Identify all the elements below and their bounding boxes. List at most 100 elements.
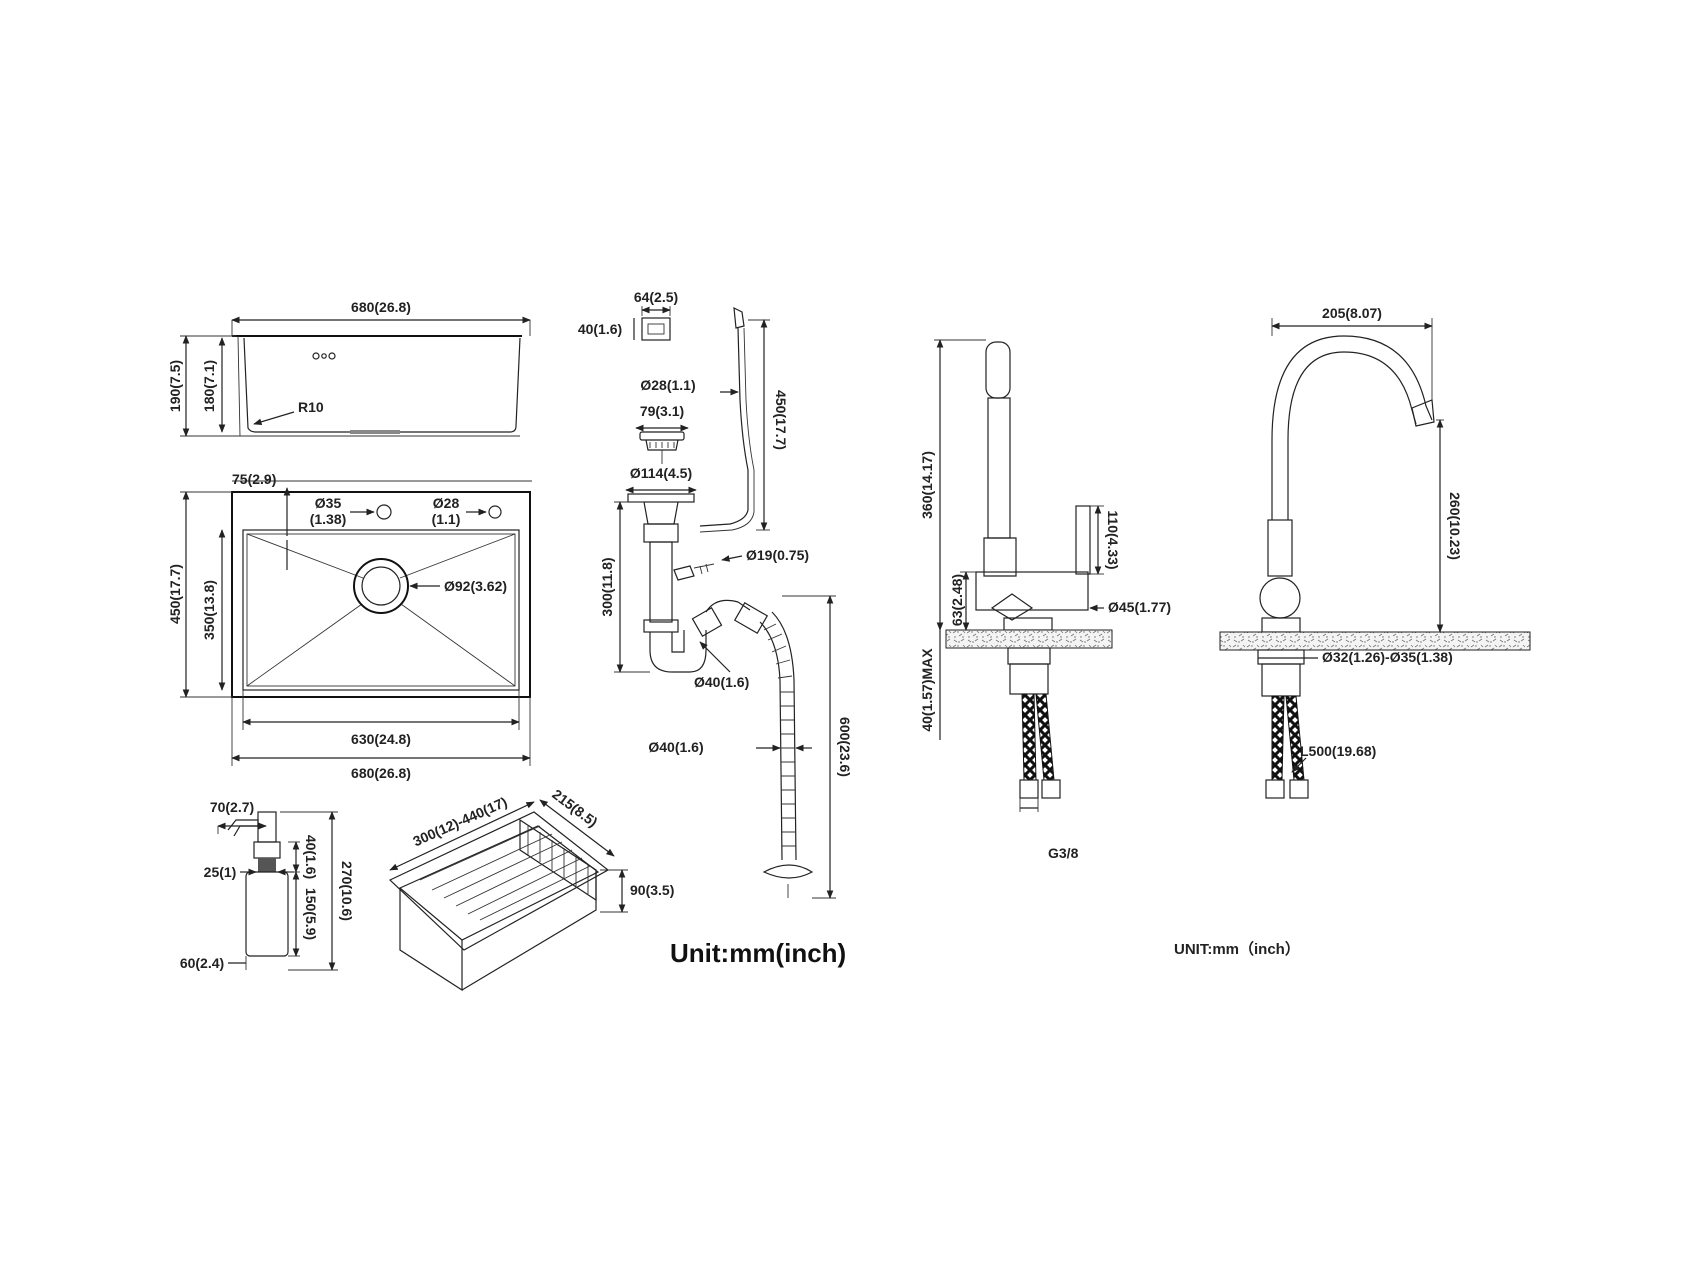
- label-sink-top-width: 680(26.8): [351, 299, 411, 315]
- faucet1-lever: [1075, 505, 1091, 575]
- faucet2-nut: [1257, 649, 1305, 665]
- label-faucet1-lever: 110(4.33): [1105, 510, 1121, 569]
- faucet2-hose-b: [1285, 695, 1305, 781]
- basket-wires: [419, 825, 591, 921]
- sink-bowl-outline: [242, 529, 520, 691]
- sink-outer-rim: [231, 491, 531, 698]
- overflow-hose: [699, 327, 749, 527]
- label-dispenser-neck: 25(1): [204, 864, 237, 880]
- label-side-dia: Ø19(0.75): [746, 547, 809, 563]
- dispenser-collar: [253, 841, 281, 859]
- faucet1-nut: [1007, 647, 1051, 665]
- faucet2-hose-a: [1271, 695, 1285, 781]
- label-hole28-inch: (1.1): [432, 511, 461, 527]
- faucet1-spout-tip: [985, 341, 1011, 399]
- drain-flange: [627, 493, 695, 503]
- faucet2-countertop: [1219, 631, 1531, 651]
- sink-outer-profile: [237, 335, 520, 437]
- p-trap-inner: [671, 630, 685, 653]
- sink-side-view: 680(26.8) 190(7.5) 180(7.1) R10: [167, 299, 531, 437]
- faucet2-collar: [1267, 519, 1293, 577]
- dim-basket-length: [389, 801, 535, 871]
- label-hole35-dia: Ø35: [315, 495, 342, 511]
- label-sink-radius: R10: [298, 399, 324, 415]
- faucet1-shank: [1009, 663, 1049, 695]
- label-hole-offset: 75(2.9): [232, 471, 276, 487]
- drain-basket: 300(12)-440(17) 215(8.5) 90(3.5): [388, 786, 674, 992]
- label-thread: G3/8: [1048, 845, 1079, 861]
- label-sink-depth-outer: 190(7.5): [167, 360, 183, 412]
- basket-end-wires: [527, 826, 589, 894]
- drain-pipe-left: [759, 621, 783, 861]
- faucet1-center-nut: [990, 593, 1034, 621]
- label-pipe-length: 600(23.6): [837, 717, 853, 777]
- label-dispenser-total: 270(10.6): [339, 861, 355, 921]
- label-drain-dia: Ø92(3.62): [444, 578, 507, 594]
- leader-trap-dia: [699, 641, 731, 673]
- trap-nut: [691, 607, 723, 637]
- drain-pipe-cap: [762, 864, 814, 879]
- label-hose-dia: Ø28(1.1): [640, 377, 695, 393]
- dispenser-spout: [227, 819, 259, 837]
- label-sink-outer-width: 680(26.8): [351, 765, 411, 781]
- overflow-hose-outer: [699, 327, 755, 533]
- label-sink-height-inner: 350(13.8): [201, 580, 217, 640]
- label-overflow-width: 64(2.5): [634, 289, 678, 305]
- drain-tailpipe: [649, 541, 673, 623]
- faucet1-hose-a: [1021, 693, 1037, 781]
- label-strainer-width: 79(3.1): [640, 403, 684, 419]
- label-faucet2-height: 260(10.23): [1447, 492, 1463, 560]
- drain-nut: [643, 523, 679, 543]
- faucet1-joint: [983, 537, 1017, 577]
- faucet2-neck-inner: [1271, 335, 1433, 520]
- sink-drain-lip: [350, 430, 400, 434]
- label-basket-dia: Ø114(4.5): [630, 465, 692, 481]
- label-hose-length: 450(17.7): [773, 390, 789, 450]
- label-dispenser-spout: 70(2.7): [210, 799, 254, 815]
- sink-top-view: 75(2.9) Ø35 (1.38) Ø28 (1.1) Ø92(3.62) 4…: [167, 471, 532, 781]
- faucet2-shank: [1261, 663, 1301, 697]
- label-faucet1-height: 360(14.17): [919, 451, 935, 519]
- basket-end-panel: [519, 818, 597, 902]
- label-counter-max: 40(1.57)MAX: [919, 648, 935, 732]
- faucet-folding: G3/8 360(14.17) 110(4.33) 63(2.48) Ø45(1…: [919, 339, 1171, 861]
- faucet2-spout-tip: [1411, 399, 1435, 427]
- unit-label-right: UNIT:mm（inch）: [1174, 940, 1300, 958]
- faucet2-neck-outer: [1287, 351, 1417, 520]
- strainer-icon: [639, 431, 685, 464]
- drain-pipe-right: [771, 611, 797, 861]
- drain-body-top: [643, 501, 679, 525]
- dispenser-pump-head: [257, 811, 277, 843]
- label-sink-depth-inner: 180(7.1): [201, 360, 217, 412]
- label-sink-height-outer: 450(17.7): [167, 564, 183, 624]
- label-basket-width: 215(8.5): [549, 786, 600, 830]
- drain-coupling: [643, 619, 679, 633]
- faucet-hole-35: [376, 504, 392, 520]
- sink-bowl-profile: [243, 337, 521, 433]
- basket-bottom-edge: [461, 872, 597, 991]
- drain-hole-outer: [353, 558, 409, 614]
- label-hole28-dia: Ø28: [433, 495, 460, 511]
- basket-front-leg: [399, 888, 463, 992]
- faucet-gooseneck: 205(8.07) 260(10.23) Ø32(1.26)-Ø35(1.38)…: [1219, 305, 1531, 799]
- faucet1-upper-tube: [987, 397, 1011, 539]
- label-dispenser-neck-h: 40(1.6): [303, 835, 319, 879]
- label-hole35-inch: (1.38): [310, 511, 347, 527]
- overflow-icon: [312, 352, 336, 360]
- label-basket-length: 300(12)-440(17): [410, 794, 509, 850]
- dispenser-thread: [258, 858, 276, 872]
- label-dispenser-body: 150(5.9): [303, 888, 319, 940]
- leader-side-dia: [721, 555, 743, 562]
- label-dispenser-width: 60(2.4): [180, 955, 224, 971]
- faucet1-fitting-b: [1041, 779, 1061, 799]
- faucet1-fitting-a: [1019, 779, 1039, 799]
- label-trap-dia: Ø40(1.6): [694, 674, 749, 690]
- faucet1-body: [975, 571, 1089, 611]
- label-faucet2-reach: 205(8.07): [1322, 305, 1382, 321]
- dim-basket-width: [539, 799, 615, 857]
- label-faucet2-hole: Ø32(1.26)-Ø35(1.38): [1322, 649, 1453, 665]
- overflow-cap: [641, 317, 671, 341]
- trap-elbow: [705, 599, 751, 613]
